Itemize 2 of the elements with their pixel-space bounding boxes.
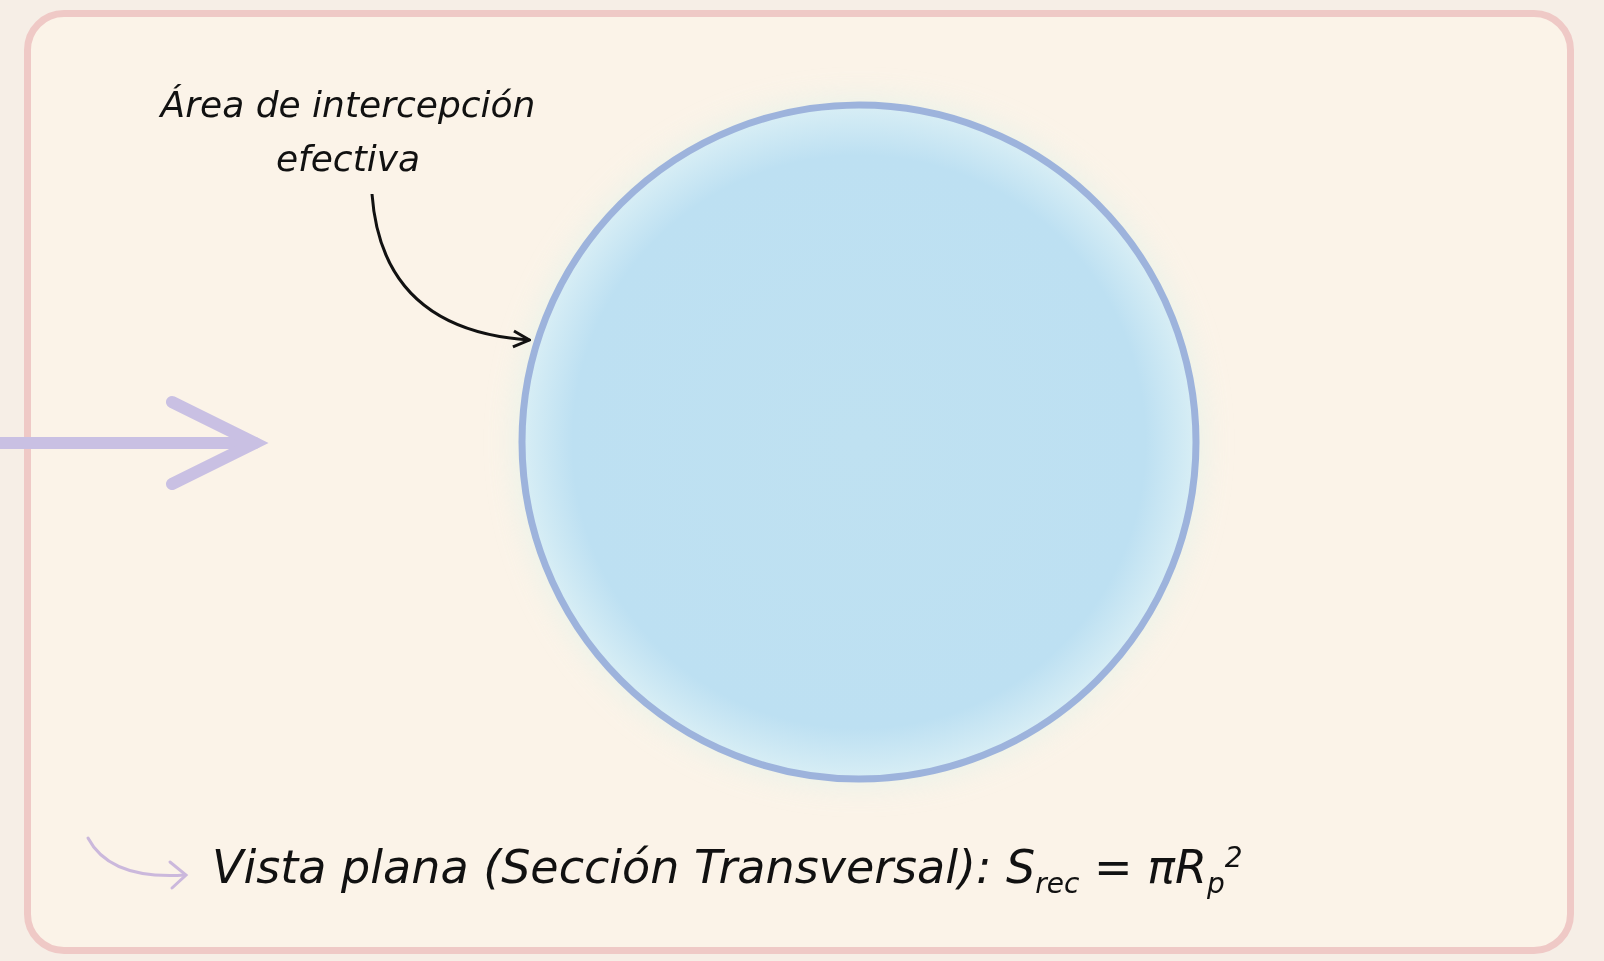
callout-text: Área de intercepción efectiva <box>138 78 558 186</box>
leader-arrow <box>370 193 531 348</box>
